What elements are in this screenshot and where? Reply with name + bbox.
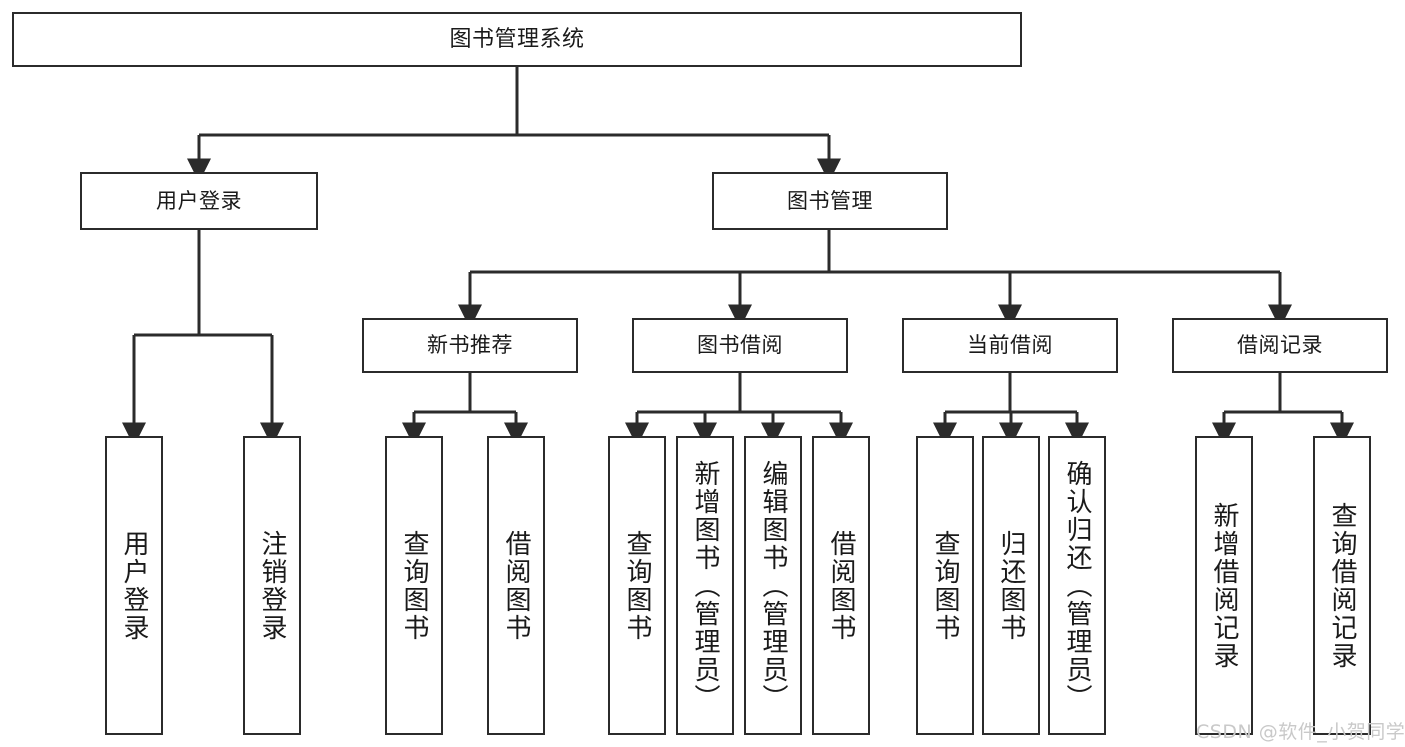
node-leaf-return-book[interactable]: 归还图书: [982, 436, 1040, 735]
node-user-login[interactable]: 用户登录: [80, 172, 318, 230]
node-borrow-record[interactable]: 借阅记录: [1172, 318, 1388, 373]
node-book-borrow-label: 图书借阅: [697, 333, 783, 358]
node-leaf-confirm-return[interactable]: 确认归还（管理员）: [1048, 436, 1106, 735]
node-leaf-add-book-label: 新增图书（管理员）: [690, 459, 720, 712]
node-leaf-return-book-label: 归还图书: [996, 529, 1026, 642]
node-leaf-edit-book-label: 编辑图书（管理员）: [758, 459, 788, 712]
node-leaf-query-borrow-record-label: 查询借阅记录: [1327, 501, 1357, 670]
node-leaf-edit-book[interactable]: 编辑图书（管理员）: [744, 436, 802, 735]
node-book-borrow[interactable]: 图书借阅: [632, 318, 848, 373]
node-leaf-query-borrow-record[interactable]: 查询借阅记录: [1313, 436, 1371, 735]
node-root[interactable]: 图书管理系统: [12, 12, 1022, 67]
node-book-manage-label: 图书管理: [787, 188, 873, 213]
node-leaf-query-book-current[interactable]: 查询图书: [916, 436, 974, 735]
node-leaf-borrow-book-recommend-label: 借阅图书: [501, 529, 531, 642]
watermark: CSDN @软件_小贺同学: [1196, 721, 1405, 743]
node-current-borrow-label: 当前借阅: [967, 333, 1053, 358]
node-leaf-confirm-return-label: 确认归还（管理员）: [1062, 459, 1092, 712]
node-leaf-add-borrow-record-label: 新增借阅记录: [1209, 501, 1239, 670]
node-new-book-recommend[interactable]: 新书推荐: [362, 318, 578, 373]
node-leaf-query-book-recommend-label: 查询图书: [399, 529, 429, 642]
node-borrow-record-label: 借阅记录: [1237, 333, 1323, 358]
node-user-login-label: 用户登录: [156, 188, 242, 213]
node-current-borrow[interactable]: 当前借阅: [902, 318, 1118, 373]
node-book-manage[interactable]: 图书管理: [712, 172, 948, 230]
node-leaf-query-book-current-label: 查询图书: [930, 529, 960, 642]
node-leaf-query-book-recommend[interactable]: 查询图书: [385, 436, 443, 735]
node-leaf-borrow-book-label: 借阅图书: [826, 529, 856, 642]
node-leaf-borrow-book[interactable]: 借阅图书: [812, 436, 870, 735]
node-leaf-user-login-label: 用户登录: [119, 529, 149, 642]
node-leaf-logout-label: 注销登录: [257, 529, 287, 642]
node-leaf-user-login[interactable]: 用户登录: [105, 436, 163, 735]
node-leaf-query-book-borrow[interactable]: 查询图书: [608, 436, 666, 735]
node-new-book-recommend-label: 新书推荐: [427, 333, 513, 358]
node-leaf-query-book-borrow-label: 查询图书: [622, 529, 652, 642]
node-leaf-borrow-book-recommend[interactable]: 借阅图书: [487, 436, 545, 735]
node-leaf-add-borrow-record[interactable]: 新增借阅记录: [1195, 436, 1253, 735]
node-leaf-add-book[interactable]: 新增图书（管理员）: [676, 436, 734, 735]
node-leaf-logout[interactable]: 注销登录: [243, 436, 301, 735]
node-root-label: 图书管理系统: [449, 26, 585, 52]
